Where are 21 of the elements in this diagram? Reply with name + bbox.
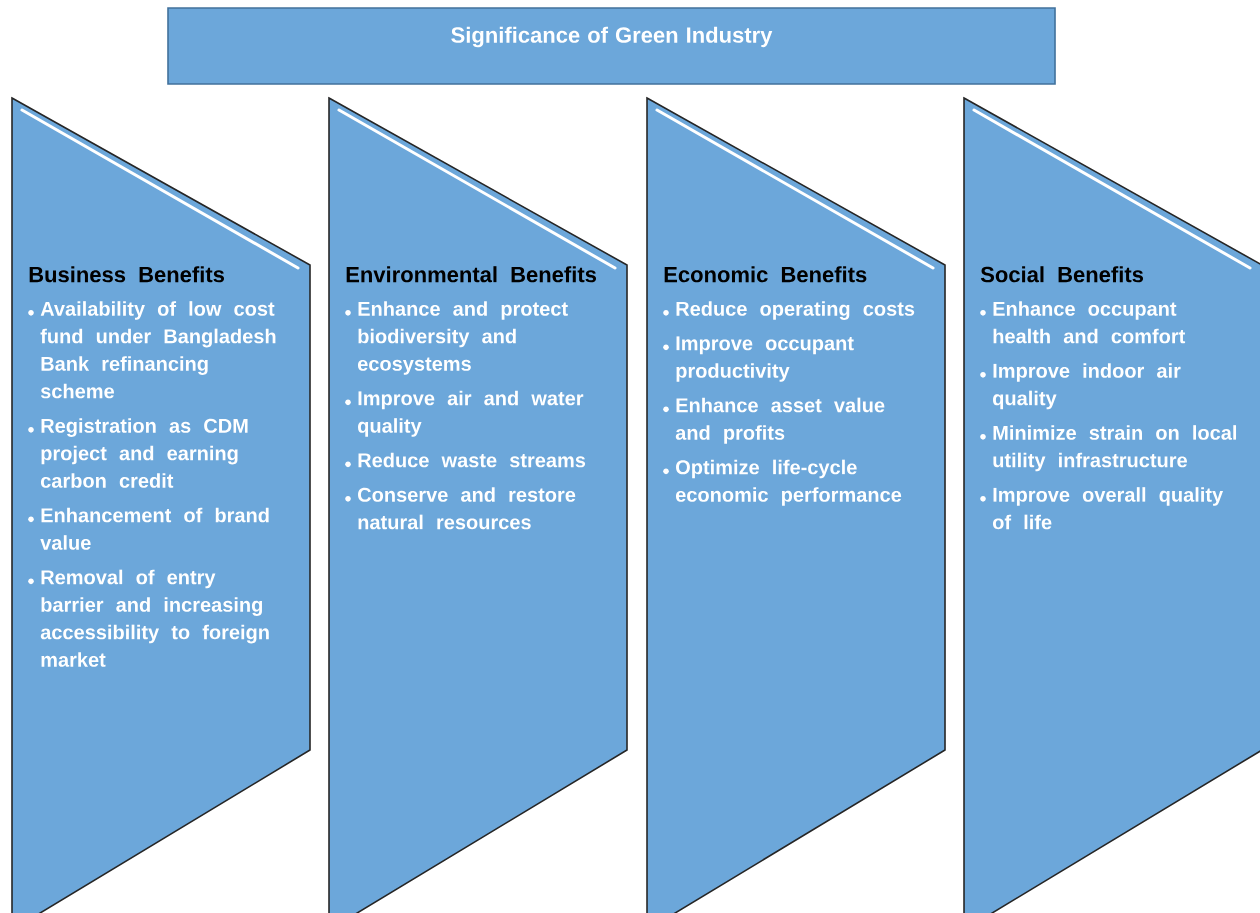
panel-heading: Economic Benefits	[664, 266, 867, 283]
panel-heading: Social Benefits	[980, 266, 1143, 283]
bullet-text: Minimize strain on local utility infrastructure	[980, 425, 1237, 472]
title-box: Significance of Green Industry	[167, 7, 1056, 85]
bullet-text: Removal of entry barrier and increasing accessibility to foreign market	[28, 569, 269, 667]
bullet-text: Improve overall quality of life	[980, 487, 1224, 530]
bullet-text: Improve occupant productivity	[663, 336, 854, 382]
bullet-text: Improve indoor air quality	[980, 363, 1181, 410]
bullet-text: Enhance asset value and profits	[663, 397, 885, 444]
bullet-text: Enhance occupant health and comfort	[980, 301, 1186, 344]
bullet-text: Reduce operating costs	[663, 301, 915, 320]
bullet-text: Availability of low cost fund under Bangladesh Bank refinancing scheme	[28, 301, 276, 399]
bullet-text: Optimize life-cycle economic performance	[663, 459, 902, 506]
panel-heading: Environmental Benefits	[346, 266, 596, 283]
bullet-text: Enhance and protect biodiversity and ecosystems	[345, 301, 568, 375]
panel-heading: Business Benefits	[29, 266, 224, 283]
bullet-text: Registration as CDM project and earning carbon credit	[28, 418, 248, 488]
bullet-text: Reduce waste streams	[345, 452, 586, 468]
bullet-text: Enhancement of brand value	[28, 507, 269, 550]
bullet-text: Conserve and restore natural resources	[345, 487, 576, 530]
bullet-text: Improve air and water quality	[345, 390, 584, 437]
